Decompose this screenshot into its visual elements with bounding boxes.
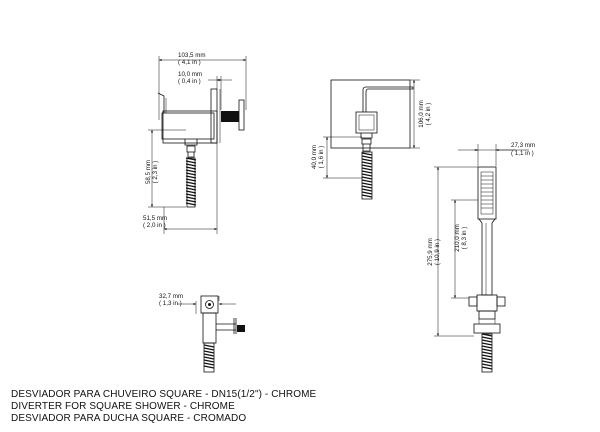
top-view: 32,7 mm ( 1,3 in ) (159, 293, 245, 373)
dim-depth: 51,5 mm (143, 215, 167, 222)
dim-top-width: 32,7 mm (159, 293, 183, 300)
caption-portuguese: DESVIADOR PARA CHUVEIRO SQUARE - DN15(1/… (11, 389, 317, 400)
dim-width-total: 103,5 mm (178, 52, 206, 59)
dim-front-outlet-in: ( 1,6 in ) (318, 146, 325, 169)
dim-front-height-in: ( 4,2 in ) (425, 103, 432, 126)
dim-total-length-in: ( 10,9 in ) (434, 239, 441, 265)
front-view: 106,0 mm ( 4,2 in ) 40,0 mm ( 1,6 in ) (311, 79, 432, 200)
caption-spanish: DESVIADOR PARA DUCHA SQUARE - CROMADO (11, 413, 247, 424)
dim-front-outlet: 40,0 mm (311, 145, 318, 169)
dim-handle-length-in: ( 8,3 in ) (461, 227, 468, 250)
dim-top-width-in: ( 1,3 in ) (159, 300, 182, 307)
dim-head-width: 27,3 mm (511, 142, 535, 149)
dim-front-height: 106,0 mm (418, 100, 425, 128)
product-caption: DESVIADOR PARA CHUVEIRO SQUARE - DN15(1/… (11, 389, 316, 425)
dim-plate: 10,0 mm (178, 71, 202, 78)
dim-handle-length: 210,0 mm (454, 224, 461, 252)
caption-english: DIVERTER FOR SQUARE SHOWER - CHROME (11, 401, 235, 412)
dim-depth-in: ( 2,0 in ) (143, 222, 166, 229)
dim-head-width-in: ( 1,1 in ) (511, 150, 534, 157)
hand-shower-view: 27,3 mm ( 1,1 in ) 210,0 mm ( 8,3 in ) 2… (427, 142, 535, 373)
dim-plate-in: ( 0,4 in ) (178, 78, 201, 85)
dim-width-total-in: ( 4,1 in ) (178, 59, 201, 66)
dim-height-outlet-in: ( 2,3 in ) (152, 161, 159, 184)
dim-height-outlet: 58,5 mm (145, 160, 152, 184)
side-view: 103,5 mm ( 4,1 in ) 10,0 mm ( 0,4 in ) 5… (143, 52, 247, 234)
dim-total-length: 275,9 mm (427, 238, 434, 266)
